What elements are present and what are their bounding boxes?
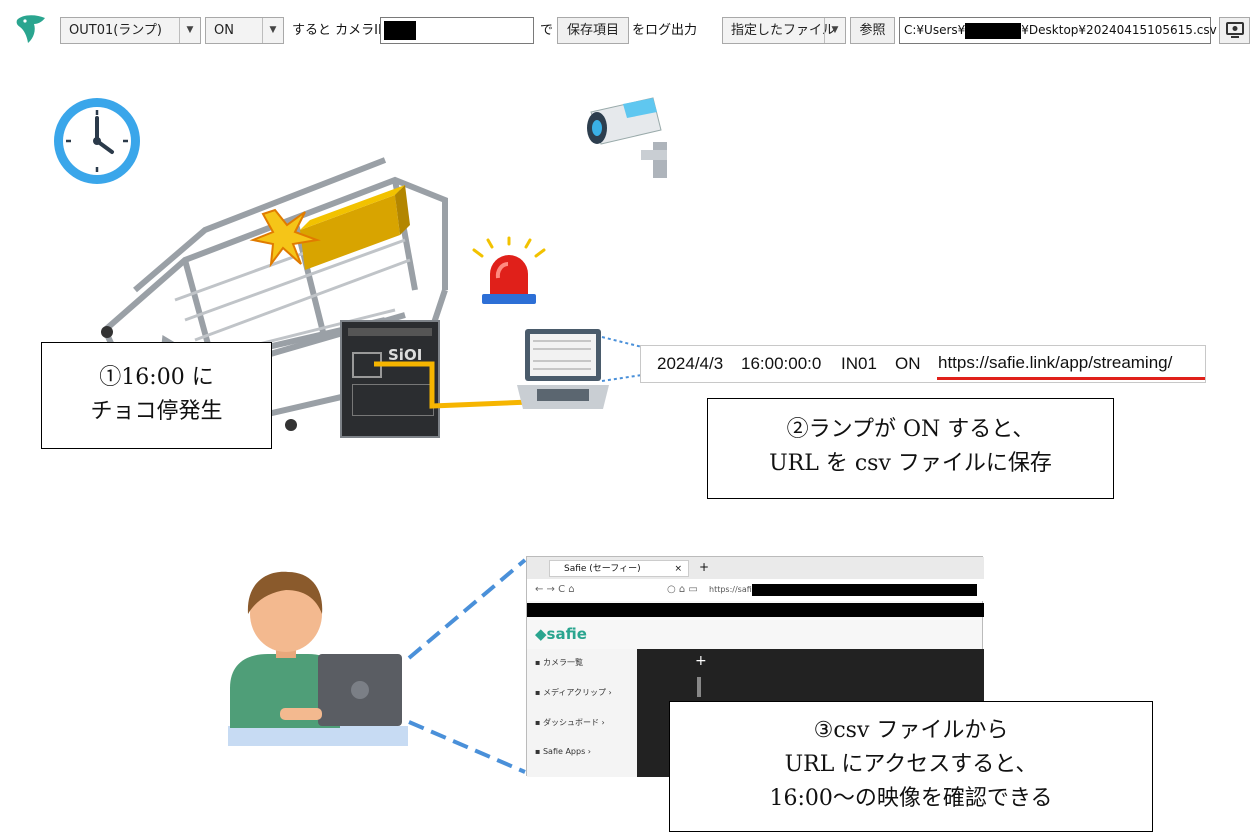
new-tab-icon[interactable]: + — [699, 560, 710, 574]
step2-line2: URL を csv ファイルに保存 — [769, 451, 1052, 476]
close-icon[interactable]: × — [674, 564, 682, 574]
browse-button[interactable]: 参照 — [850, 17, 895, 44]
callout-step2: ②ランプが ON すると、 URL を csv ファイルに保存 — [707, 398, 1114, 499]
step3-line3: 16:00～の映像を確認できる — [769, 786, 1053, 811]
camera-icon — [587, 97, 667, 178]
cable-line — [374, 361, 531, 409]
step3-line1: ③csv ファイルから — [813, 718, 1009, 743]
chevron-down-icon: ▼ — [179, 18, 200, 43]
slider-bar[interactable] — [697, 677, 701, 697]
label-log-output: をログ出力 — [632, 23, 698, 38]
safie-logo-icon: ◆ — [535, 625, 547, 643]
chevron-down-icon: ▼ — [262, 18, 283, 43]
state-select[interactable]: ON ▼ — [205, 17, 284, 44]
url-underline — [937, 377, 1205, 380]
step1-line1: ①16:00 に — [99, 365, 214, 390]
save-items-button[interactable]: 保存項目 — [557, 17, 629, 44]
sidebar-item-clips[interactable]: ▪ メディアクリップ › — [535, 688, 612, 697]
file-path-prefix: C:¥Users¥ — [904, 23, 966, 37]
plus-icon[interactable]: + — [695, 653, 707, 669]
csv-input: IN01 — [841, 354, 877, 373]
file-path-suffix: ¥Desktop¥20240415105615.csv — [1021, 23, 1217, 37]
browser-tab[interactable]: Safie (セーフィー) × — [549, 560, 689, 577]
chevron-down-icon: ▼ — [824, 18, 845, 43]
state-select-value: ON — [214, 23, 234, 38]
safie-logo: ◆safie — [535, 625, 587, 643]
laptop-icon — [517, 329, 609, 409]
label-then-camera-id: すると カメラID — [292, 23, 388, 38]
screen-icon — [1225, 22, 1244, 38]
sidebar-item-apps[interactable]: ▪ Safie Apps › — [535, 747, 591, 756]
callout-step1: ①16:00 に チョコ停発生 — [41, 342, 272, 449]
safie-logo-icon — [16, 15, 45, 43]
camera-id-input[interactable] — [380, 17, 534, 44]
output-select-value: OUT01(ランプ) — [69, 23, 162, 38]
csv-date: 2024/4/3 — [657, 354, 724, 373]
file-select[interactable]: 指定したファイル ▼ — [722, 17, 846, 44]
output-select[interactable]: OUT01(ランプ) ▼ — [60, 17, 201, 44]
tab-title: Safie (セーフィー) — [564, 564, 641, 574]
dashed-connector — [407, 558, 527, 774]
address-text[interactable]: https://safie.li — [709, 585, 764, 594]
step1-line2: チョコ停発生 — [90, 399, 223, 424]
file-select-value: 指定したファイル — [731, 23, 836, 38]
sidebar-item-dashboard[interactable]: ▪ ダッシュボード › — [535, 718, 605, 727]
step2-line1: ②ランプが ON すると、 — [786, 417, 1035, 442]
redacted-block — [384, 21, 416, 40]
tab-bar: Safie (セーフィー) × + — [527, 557, 984, 579]
file-path-input[interactable]: C:¥Users¥ ¥Desktop¥20240415105615.csv — [899, 17, 1217, 44]
screen-capture-button[interactable] — [1219, 17, 1250, 44]
alarm-lamp-icon — [472, 236, 546, 304]
sidebar-item-cameras[interactable]: ▪ カメラ一覧 — [535, 658, 583, 667]
label-de: で — [540, 23, 554, 38]
device-top-strip — [348, 328, 432, 336]
nav-arrows-icon[interactable]: ← → C ⌂ — [535, 584, 575, 595]
csv-url[interactable]: https://safie.link/app/streaming/ — [938, 353, 1173, 372]
redacted-block — [527, 603, 984, 617]
redacted-block — [965, 22, 1022, 39]
csv-state: ON — [895, 354, 921, 373]
step3-line2: URL にアクセスすると、 — [784, 752, 1038, 777]
csv-time: 16:00:00:0 — [741, 354, 822, 373]
person-icon — [228, 571, 408, 746]
clock-icon — [54, 98, 140, 184]
sidebar: ▪ カメラ一覧 ▪ メディアクリップ › ▪ ダッシュボード › ▪ Safie… — [527, 649, 637, 777]
dotted-connector — [601, 336, 643, 382]
address-bar: ← → C ⌂ ○ ⌂ ▭ https://safie.li — [527, 579, 984, 601]
sioi-device: SiOI — [340, 320, 440, 438]
callout-step3: ③csv ファイルから URL にアクセスすると、 16:00～の映像を確認でき… — [669, 701, 1153, 832]
csv-row: 2024/4/3 16:00:00:0 IN01 ON https://safi… — [640, 345, 1206, 383]
redacted-block — [752, 584, 977, 596]
logo-text: safie — [546, 625, 587, 643]
toolbar: OUT01(ランプ) ▼ ON ▼ すると カメラID で 保存項目 をログ出力… — [0, 0, 1253, 62]
device-label: SiOI — [388, 346, 423, 364]
security-icon: ○ ⌂ ▭ — [667, 584, 698, 595]
